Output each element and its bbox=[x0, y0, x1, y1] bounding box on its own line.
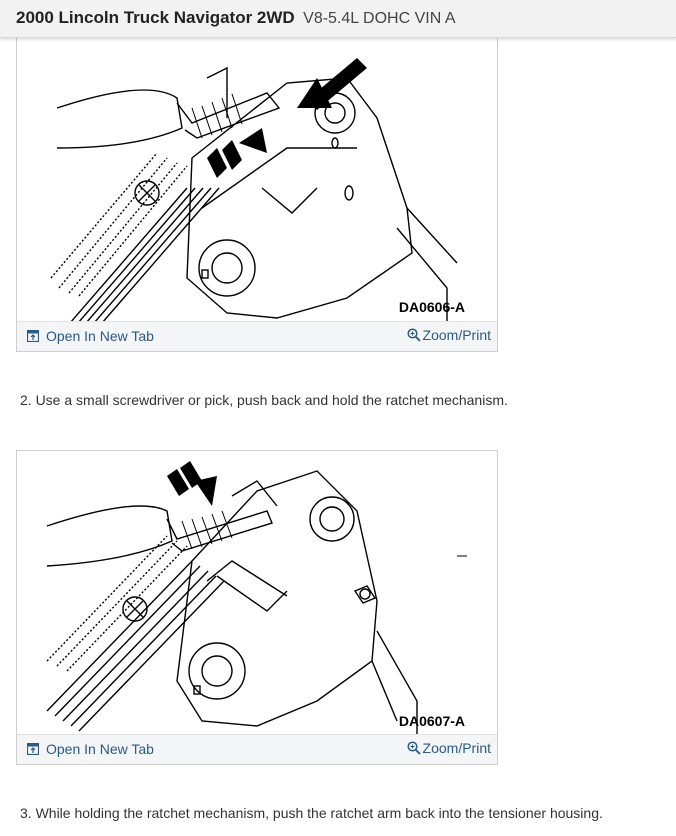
figure-toolbar: Open In New Tab Zoom/Print bbox=[17, 321, 497, 351]
open-in-new-tab-label: Open In New Tab bbox=[46, 328, 154, 344]
open-in-new-tab-icon bbox=[27, 330, 39, 342]
vehicle-title: 2000 Lincoln Truck Navigator 2WD bbox=[16, 8, 295, 27]
open-in-new-tab-link[interactable]: Open In New Tab bbox=[27, 328, 154, 344]
open-in-new-tab-link[interactable]: Open In New Tab bbox=[27, 741, 154, 757]
magnifier-icon bbox=[406, 328, 421, 342]
figure-code: DA0606-A bbox=[398, 299, 465, 315]
tensioner-diagram-2 bbox=[46, 461, 467, 735]
figure-da0607: DA0607-A Open In New Tab Zoom/Print bbox=[16, 450, 498, 765]
figure-image[interactable]: DA0607-A bbox=[17, 451, 497, 735]
zoom-print-label: Zoom/Print bbox=[422, 327, 491, 343]
figure-code: DA0607-A bbox=[398, 713, 465, 729]
instruction-step-2: 2. Use a small screwdriver or pick, push… bbox=[20, 392, 508, 408]
open-in-new-tab-icon bbox=[27, 743, 39, 755]
instruction-step-3: 3. While holding the ratchet mechanism, … bbox=[20, 805, 603, 821]
figure-da0606: DA0606-A Open In New Tab Zoom/Print bbox=[16, 38, 498, 352]
figure-image[interactable]: DA0606-A bbox=[17, 38, 497, 321]
engine-subtitle: V8-5.4L DOHC VIN A bbox=[303, 10, 456, 27]
open-in-new-tab-label: Open In New Tab bbox=[46, 741, 154, 757]
zoom-print-link[interactable]: Zoom/Print bbox=[406, 327, 491, 343]
zoom-print-label: Zoom/Print bbox=[422, 740, 491, 756]
figure-toolbar: Open In New Tab Zoom/Print bbox=[17, 734, 497, 764]
zoom-print-link[interactable]: Zoom/Print bbox=[406, 740, 491, 756]
page-header: 2000 Lincoln Truck Navigator 2WD V8-5.4L… bbox=[0, 0, 676, 38]
tensioner-diagram-1 bbox=[50, 58, 458, 321]
magnifier-icon bbox=[406, 741, 421, 755]
